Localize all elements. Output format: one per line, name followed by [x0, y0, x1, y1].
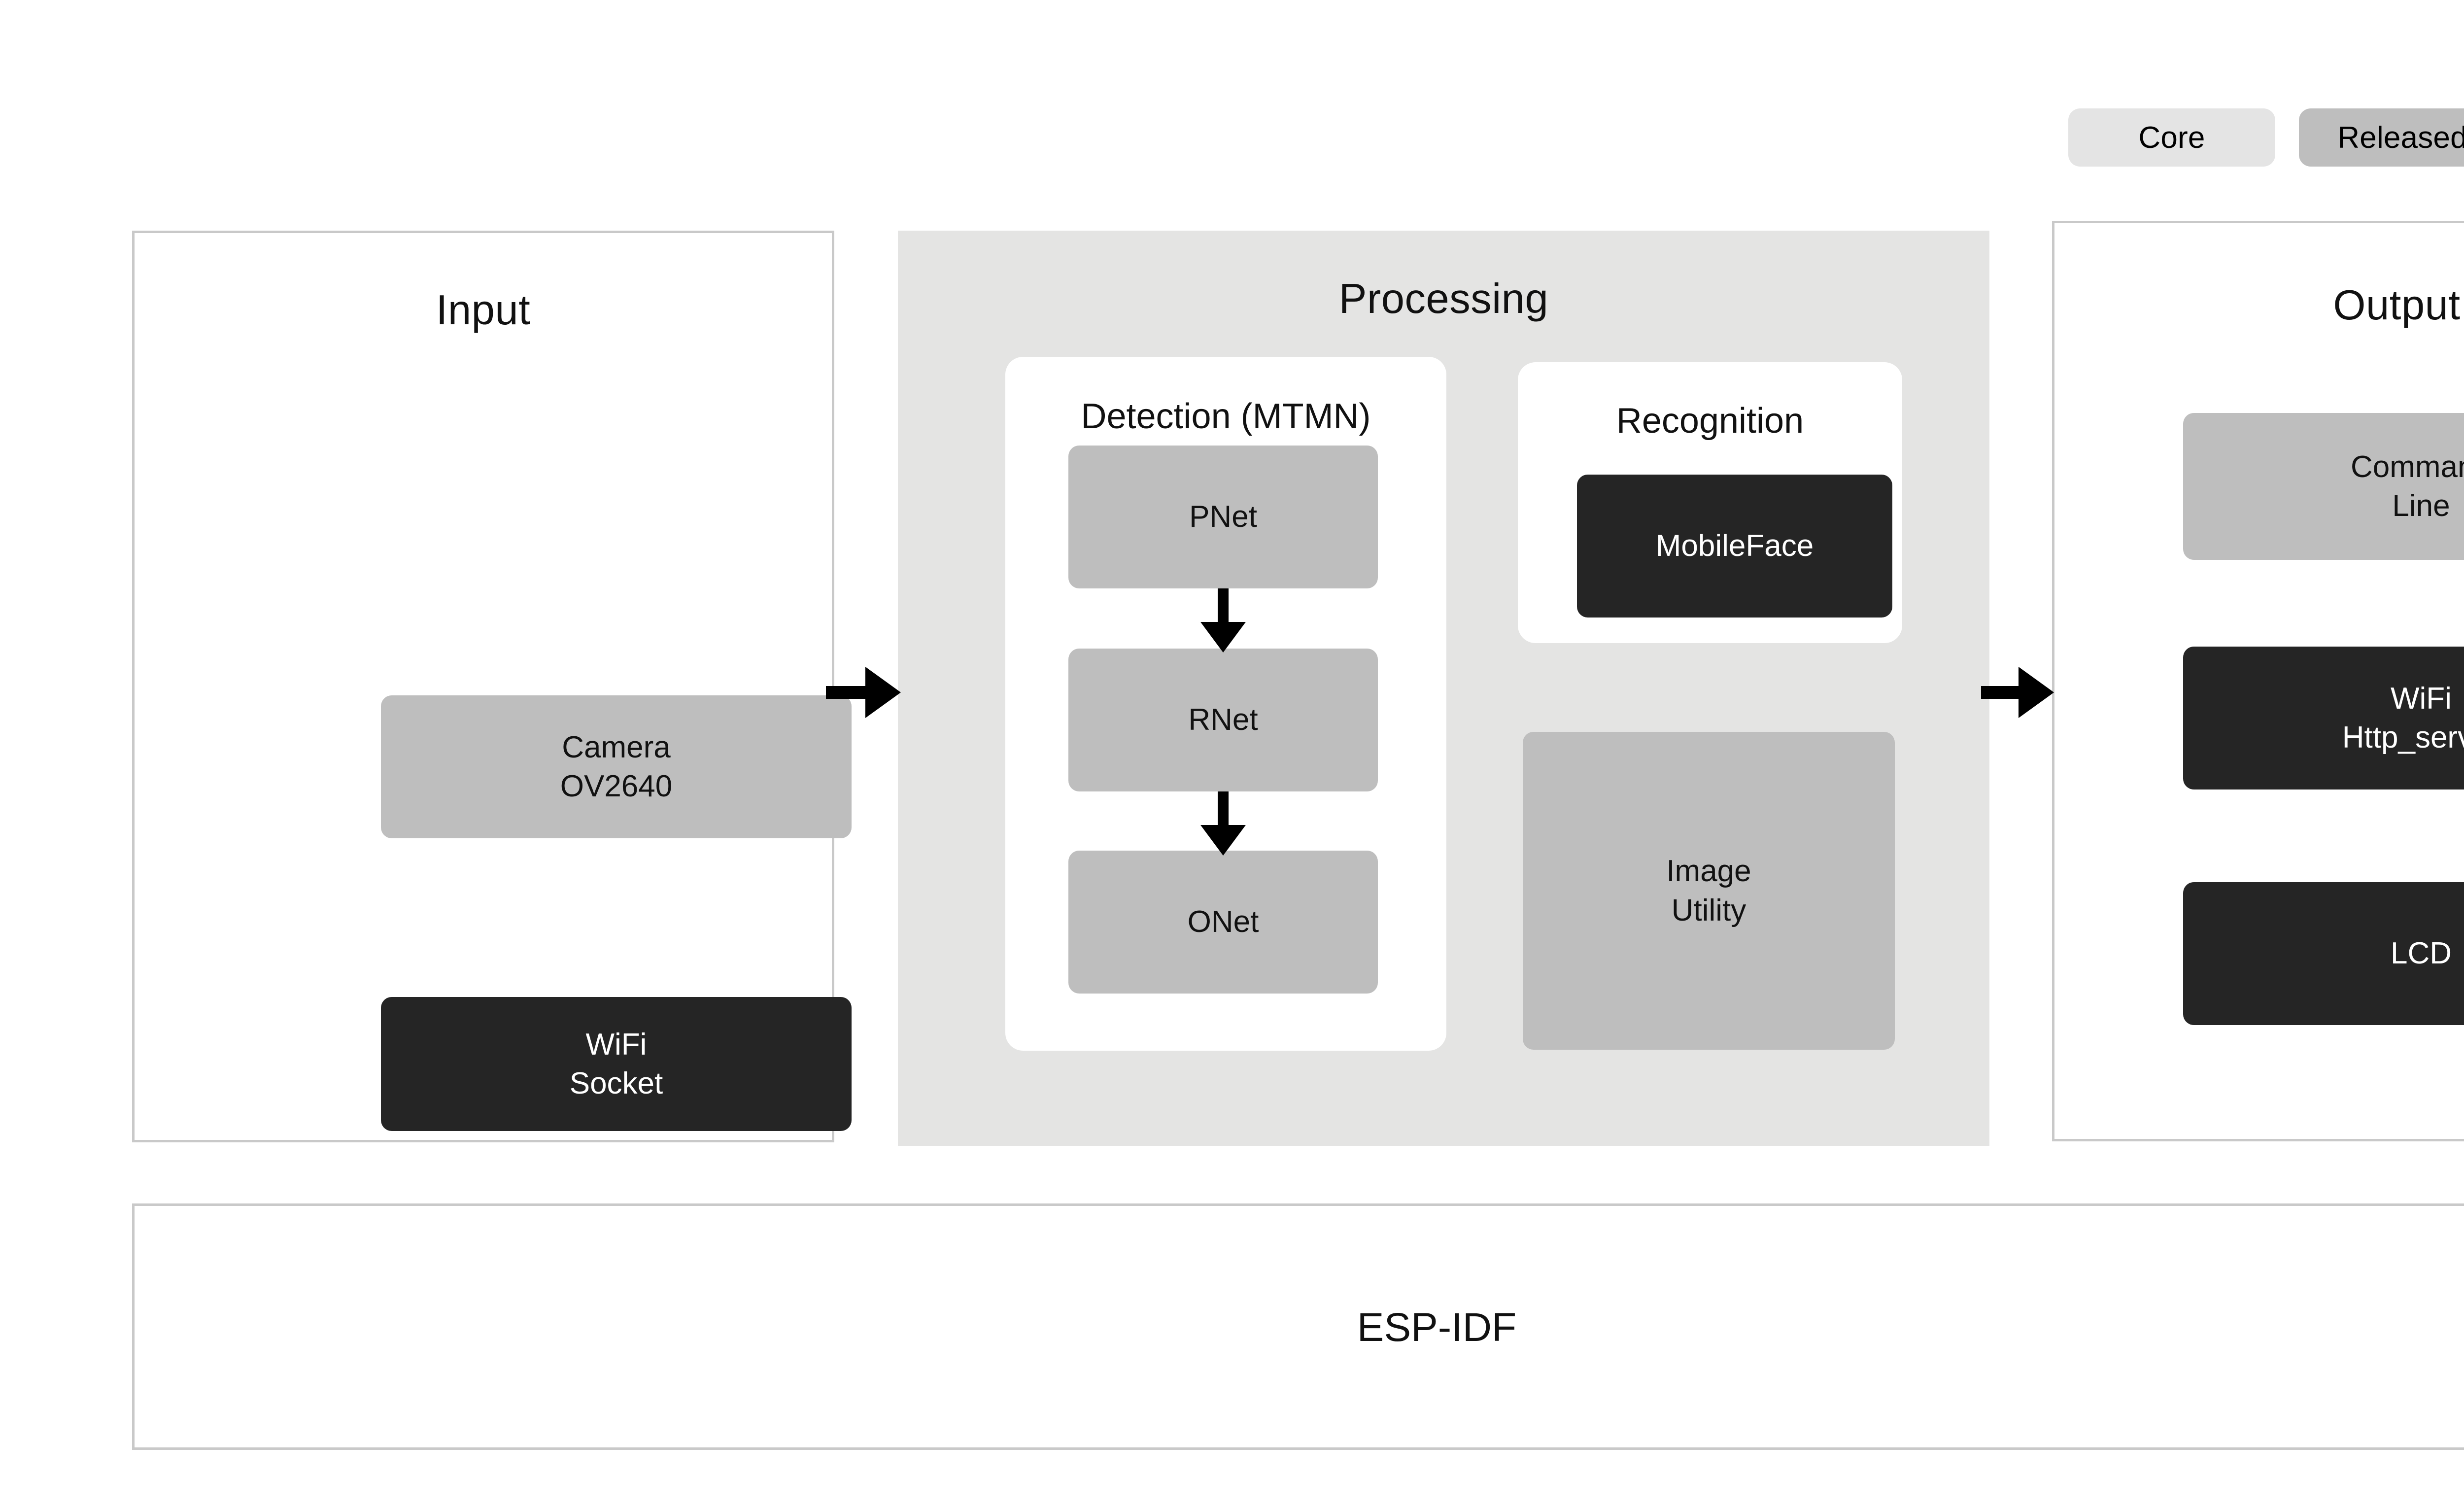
detection-box-onet[interactable]: ONet [1068, 851, 1378, 994]
esp-idf-label: ESP-IDF [1357, 1305, 1517, 1350]
arrow-shaft [1218, 791, 1229, 831]
input-panel: Input Camera OV2640 WiFi Socket [132, 231, 852, 1142]
input-box-camera[interactable]: Camera OV2640 [381, 695, 852, 838]
detection-card-title: Detection (MTMN) [1081, 397, 1371, 436]
recognition-card: Recognition MobileFace [1518, 362, 1902, 643]
detection-box-rnet[interactable]: RNet [1068, 649, 1378, 791]
output-box-wifi-http-server[interactable]: WiFi Http_server [2183, 647, 2464, 789]
processing-box-image-utility[interactable]: Image Utility [1523, 732, 1895, 1050]
processing-panel-title: Processing [1338, 275, 1549, 322]
esp-idf-panel: ESP-IDF [132, 1203, 2464, 1450]
legend-label-core: Core [2138, 120, 2205, 155]
arrow-head [2019, 667, 2054, 718]
legend-item-released[interactable]: Released [2299, 108, 2464, 167]
output-panel-title: Output [2333, 282, 2461, 329]
arrow-shaft [1218, 588, 1229, 628]
detection-box-pnet[interactable]: PNet [1068, 446, 1378, 588]
detection-card: Detection (MTMN) PNet RNet ONet [1005, 357, 1446, 1051]
input-panel-title: Input [436, 287, 531, 334]
input-box-wifi-socket[interactable]: WiFi Socket [381, 997, 852, 1131]
legend: Core Released Developing [2068, 108, 2464, 167]
arrow-head [1200, 825, 1246, 856]
recognition-box-mobileface[interactable]: MobileFace [1577, 475, 1892, 618]
legend-item-core[interactable]: Core [2068, 108, 2275, 167]
output-box-lcd[interactable]: LCD [2183, 882, 2464, 1025]
arrow-head [1200, 622, 1246, 652]
recognition-card-title: Recognition [1616, 401, 1804, 441]
arrow-head [865, 667, 901, 718]
legend-label-released: Released [2337, 120, 2464, 155]
output-box-command-line[interactable]: Command Line [2183, 413, 2464, 560]
